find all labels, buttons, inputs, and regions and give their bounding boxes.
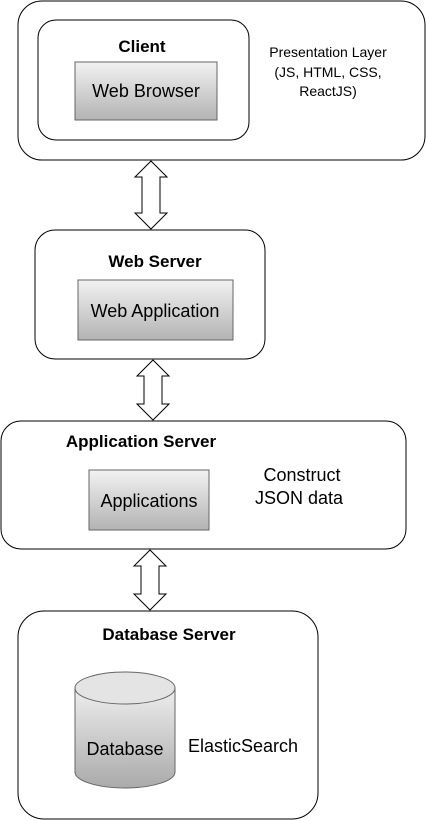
database-cylinder-icon <box>74 671 176 789</box>
database-server-tier: Database Server Database ElasticSearch <box>17 610 319 820</box>
presentation-note-line-3: ReactJS) <box>299 83 357 99</box>
double-arrow-icon <box>133 160 169 230</box>
database-server-title: Database Server <box>102 625 236 644</box>
applications-box <box>88 469 210 531</box>
web-server-title: Web Server <box>108 252 202 271</box>
application-server-title: Application Server <box>66 432 217 451</box>
client-tier: Client Web Browser Presentation Layer (J… <box>17 0 426 161</box>
double-arrow-icon <box>132 549 168 611</box>
web-browser-label: Web Browser <box>92 81 200 101</box>
web-application-label: Web Application <box>91 301 220 321</box>
presentation-note-line-1: Presentation Layer <box>269 44 387 60</box>
web-browser-box <box>74 61 218 121</box>
presentation-note-line-2: (JS, HTML, CSS, <box>274 64 381 80</box>
database-label: Database <box>86 739 163 759</box>
client-title: Client <box>118 37 166 56</box>
web-server-tier: Web Server Web Application <box>34 229 266 360</box>
elasticsearch-note: ElasticSearch <box>188 736 298 756</box>
applications-label: Applications <box>100 491 197 511</box>
double-arrow-icon <box>135 359 171 421</box>
json-note-line-1: Construct <box>263 465 340 485</box>
json-note-line-2: JSON data <box>255 488 344 508</box>
application-server-tier: Application Server Applications Construc… <box>0 420 407 550</box>
web-application-box <box>77 279 234 341</box>
